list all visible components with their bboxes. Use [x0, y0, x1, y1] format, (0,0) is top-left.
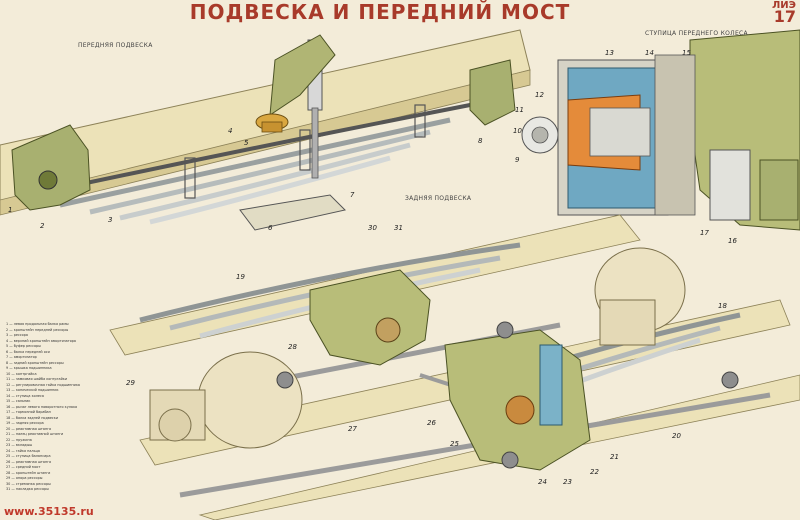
legend-item: 8 — задний кронштейн рессоры	[6, 360, 64, 365]
callout-30: 30	[368, 224, 377, 232]
callout-19: 19	[236, 273, 245, 281]
callout-27: 27	[348, 425, 357, 433]
callout-2: 2	[40, 222, 45, 230]
callout-23: 23	[563, 478, 572, 486]
legend-item: 15 — сальник	[6, 399, 31, 403]
legend-item: 24 — гайка пальца	[6, 448, 40, 453]
legend-item: 21 — палец реактивной штанги	[6, 432, 64, 436]
legend-item: 23 — вкладыш	[6, 443, 33, 447]
callout-15: 15	[682, 49, 691, 57]
legend-item: 11 — замковая шайба контргайки	[6, 377, 68, 381]
callout-5: 5	[244, 139, 249, 147]
callout-16: 16	[728, 237, 737, 245]
legend-item: 16 — рычаг левого поворотного кулака	[6, 404, 78, 409]
middle-axle-housing	[197, 351, 303, 449]
legend-item: 1 — левая продольная балка рамы	[6, 322, 69, 326]
legend-item: 19 — задняя рессора	[6, 421, 44, 425]
rear-spring-bracket	[469, 59, 516, 126]
label-front-hub: СТУПИЦА ПЕРЕДНЕГО КОЛЕСА	[645, 30, 748, 37]
legend-item: 10 — контргайка	[6, 371, 37, 376]
callout-1: 1	[8, 206, 12, 214]
label-front-suspension: ПЕРЕДНЯЯ ПОДВЕСКА	[78, 42, 153, 49]
callout-3: 3	[108, 216, 112, 224]
callout-29: 29	[126, 379, 135, 387]
legend-item: 20 — реактивная штанга	[6, 426, 52, 431]
callout-22: 22	[590, 468, 599, 476]
legend-item: 7 — амортизатор	[6, 355, 37, 359]
rear-suspension-illustration	[109, 214, 800, 520]
callout-9: 9	[515, 156, 520, 164]
legend-item: 12 — регулировочная гайка подшипника	[6, 382, 80, 387]
legend-item: 3 — рессора	[6, 333, 28, 337]
legend-item: 17 — тормозной барабан	[6, 410, 51, 414]
front-spring-bracket	[11, 124, 91, 211]
sheet-code: ЛИЭ 17	[771, 0, 796, 26]
legend-item: 22 — пружина	[6, 437, 32, 442]
legend-item: 27 — средний мост	[6, 465, 41, 469]
callout-11: 11	[515, 106, 524, 114]
sheet-code-prefix: ЛИЭ	[771, 0, 796, 11]
shock-absorber	[269, 34, 336, 179]
front-leaf-spring	[29, 103, 471, 225]
callout-28: 28	[288, 343, 297, 351]
legend-item: 14 — ступица колеса	[6, 393, 44, 398]
legend-item: 5 — буфер рессоры	[6, 344, 41, 348]
legend-item: 26 — реактивная штанга	[6, 459, 52, 464]
callout-numbers: 1 2 3 4 5 6 7 8 9 10 11 12 13 14 15 16 1…	[8, 49, 737, 486]
legend-item: 18 — балка задней подвески	[6, 415, 59, 420]
legend-item: 2 — кронштейн передней рессоры	[6, 327, 69, 332]
callout-25: 25	[450, 440, 459, 448]
callout-6: 6	[268, 224, 273, 232]
callout-4: 4	[228, 127, 232, 135]
legend-item: 13 — конический подшипник	[6, 388, 59, 392]
front-hub-cutaway	[521, 29, 800, 231]
legend-item: 6 — балка передней оси	[6, 349, 50, 354]
callout-26: 26	[427, 419, 436, 427]
legend-item: 30 — стремянка рессоры	[6, 481, 51, 486]
front-axle-beam	[239, 194, 346, 231]
callout-24: 24	[538, 478, 547, 486]
legend-item: 25 — ступица балансира	[6, 454, 51, 458]
callout-17: 17	[700, 229, 709, 237]
balancer-bracket-upper	[309, 269, 431, 366]
watermark: www.35135.ru	[4, 505, 94, 518]
callout-10: 10	[513, 127, 522, 135]
callout-31: 31	[394, 224, 403, 232]
callout-12: 12	[535, 91, 544, 99]
legend-item: 9 — крышка подшипника	[6, 366, 52, 370]
front-suspension-illustration	[0, 29, 531, 231]
legend-item: 4 — верхний кронштейн амортизатора	[6, 338, 77, 343]
legend-item: 28 — кронштейн штанги	[6, 470, 51, 475]
callout-8: 8	[478, 137, 483, 145]
legend-item: 29 — опора рессоры	[6, 476, 43, 480]
callout-21: 21	[610, 453, 619, 461]
callout-14: 14	[645, 49, 654, 57]
callout-7: 7	[350, 191, 355, 199]
legend-item: 31 — накладка рессоры	[6, 487, 49, 491]
callout-20: 20	[672, 432, 681, 440]
label-rear-suspension: ЗАДНЯЯ ПОДВЕСКА	[405, 195, 472, 202]
callout-13: 13	[605, 49, 614, 57]
callout-18: 18	[718, 302, 727, 310]
sheet-code-number: 17	[773, 7, 796, 26]
poster-title: ПОДВЕСКА И ПЕРЕДНИЙ МОСТ	[189, 0, 571, 24]
